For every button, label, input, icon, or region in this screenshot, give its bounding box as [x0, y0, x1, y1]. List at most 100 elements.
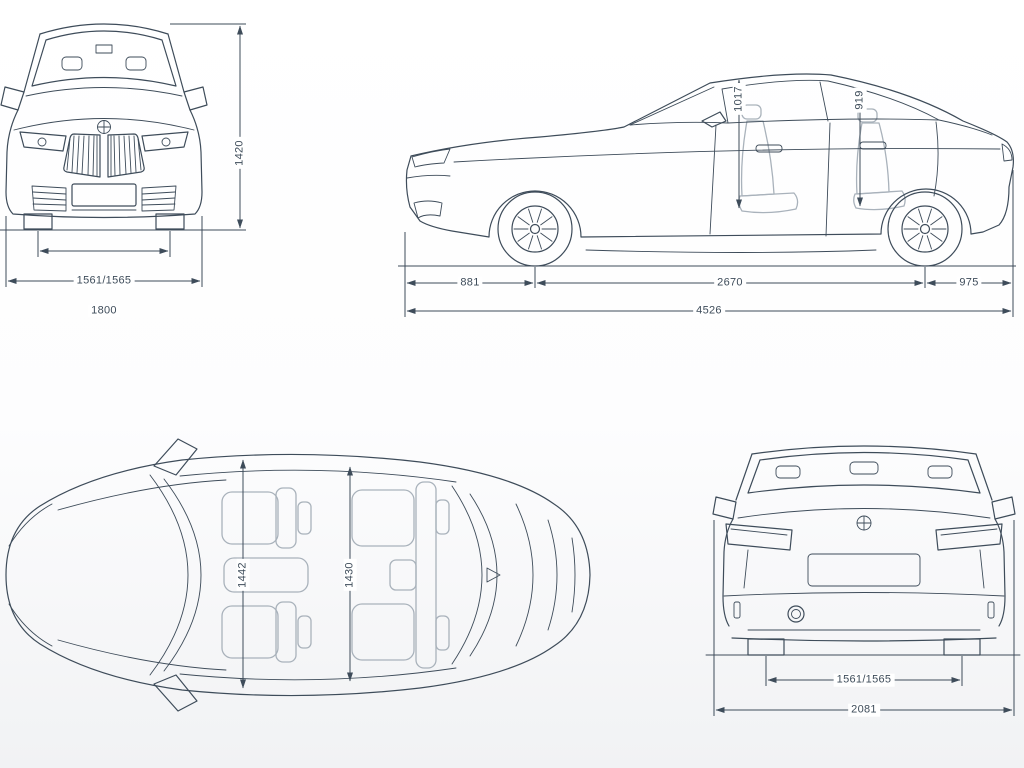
side-mirrors — [712, 496, 1016, 520]
headrest-left — [61, 56, 83, 71]
hood-line — [13, 118, 195, 131]
door-seams — [709, 121, 939, 237]
bumper-intakes — [31, 185, 177, 212]
headrest-center — [849, 461, 879, 475]
driver-seat-backrest — [275, 487, 297, 549]
dim-label-rear-interior-width: 1430 — [343, 559, 357, 591]
side-dimension-lines — [398, 79, 1016, 317]
glasshouse-lines — [179, 469, 457, 681]
headrest-right — [125, 56, 147, 71]
brand-roundel-cross — [856, 515, 872, 531]
taillight-inner-lines — [730, 528, 998, 536]
top-view-drawing — [5, 438, 591, 712]
tail-light-profile — [1001, 143, 1013, 162]
driver-seat-headrest — [297, 501, 312, 535]
sill-line — [585, 249, 877, 253]
mirror-bottom — [153, 674, 198, 712]
headrest-left — [775, 465, 801, 479]
exhaust-outer — [787, 605, 805, 623]
rear-headrest-right — [435, 615, 450, 651]
front-view-drawing — [0, 23, 246, 287]
cowl-line — [25, 87, 183, 97]
headlights — [19, 131, 189, 152]
exhaust-inner — [791, 609, 801, 619]
center-console — [223, 557, 309, 593]
headlight-lens-left — [37, 137, 47, 147]
bumper-top-line — [723, 592, 1005, 597]
license-plate — [71, 183, 137, 207]
rear-wheel — [887, 191, 963, 267]
rear-seat-cushion-right — [351, 603, 415, 661]
rear-edge-line — [571, 537, 576, 613]
headlight-profile — [411, 148, 451, 168]
dim-label-rear-headroom: 919 — [853, 87, 867, 113]
front-bumper-lines — [8, 503, 53, 647]
rear-seat-cushion — [853, 190, 906, 211]
front-tires — [23, 213, 185, 230]
rear-seat-backrest — [855, 122, 890, 195]
shoulder-seam — [737, 508, 991, 519]
character-line — [453, 148, 1001, 163]
dim-label-rear-track: 1561/1565 — [833, 673, 895, 687]
passenger-seat-headrest — [297, 615, 312, 649]
top-car-outline — [5, 438, 591, 712]
front-view — [0, 0, 270, 300]
rear-window-arcs — [451, 485, 498, 665]
front-bumper-line — [406, 174, 451, 179]
dim-label-front-headroom: 1017 — [732, 83, 746, 115]
door-handle-rear — [859, 141, 887, 150]
side-car-outline — [405, 73, 1014, 267]
dim-label-front-track: 1561/1565 — [73, 274, 135, 288]
headlight-lens-right — [161, 137, 171, 147]
windshield — [31, 30, 177, 87]
body-sides — [5, 109, 203, 219]
door-handle-front — [755, 144, 783, 153]
rearview-mirror — [95, 44, 113, 54]
rear-headrest-left — [435, 499, 450, 535]
rear-dimension-lines — [713, 520, 1015, 716]
bumper-intake-slats — [32, 191, 176, 211]
roof-line — [39, 23, 169, 35]
body-silhouette — [405, 73, 1014, 238]
front-wheel — [497, 191, 573, 267]
trunk-arcs — [515, 503, 558, 647]
reflector-right — [987, 601, 995, 619]
a-pillar-inner — [629, 86, 715, 126]
reflector-left — [733, 601, 741, 619]
mirror-top — [153, 438, 198, 476]
c-pillars — [735, 453, 993, 501]
driver-seat-cushion — [221, 491, 279, 545]
dim-label-front-height: 1420 — [233, 137, 247, 169]
front-seat-backrest — [740, 120, 775, 197]
antenna-fin — [486, 567, 501, 583]
hood-creases — [57, 479, 227, 671]
side-glass — [721, 79, 940, 124]
taillights — [725, 523, 1003, 551]
passenger-seat-backrest — [275, 601, 297, 663]
rear-view — [690, 428, 1024, 728]
passenger-seat-cushion — [221, 605, 279, 659]
kidney-grille — [63, 133, 145, 178]
b-pillar — [819, 81, 829, 122]
dim-label-length: 4526 — [693, 304, 725, 318]
a-pillars — [23, 33, 185, 93]
beltline — [629, 119, 993, 136]
brand-roundel-cross — [97, 120, 111, 134]
dim-label-rear-width: 2081 — [848, 703, 880, 717]
license-recess — [807, 553, 921, 587]
extension-lines — [404, 170, 1014, 317]
body-outline — [5, 453, 591, 697]
headrest-right — [927, 465, 953, 479]
side-view — [390, 10, 1024, 322]
rear-car-outline — [705, 445, 1021, 656]
side-mirrors — [0, 86, 208, 111]
front-car-outline — [0, 23, 215, 231]
rear-view-drawing — [705, 445, 1021, 716]
dim-label-front-width: 1800 — [88, 304, 120, 318]
side-view-drawing — [398, 73, 1016, 317]
windshield-arc — [149, 474, 202, 676]
top-seats — [221, 481, 450, 669]
dim-label-front-interior-width: 1442 — [236, 559, 250, 591]
rear-seat-cushion-left — [351, 489, 415, 547]
